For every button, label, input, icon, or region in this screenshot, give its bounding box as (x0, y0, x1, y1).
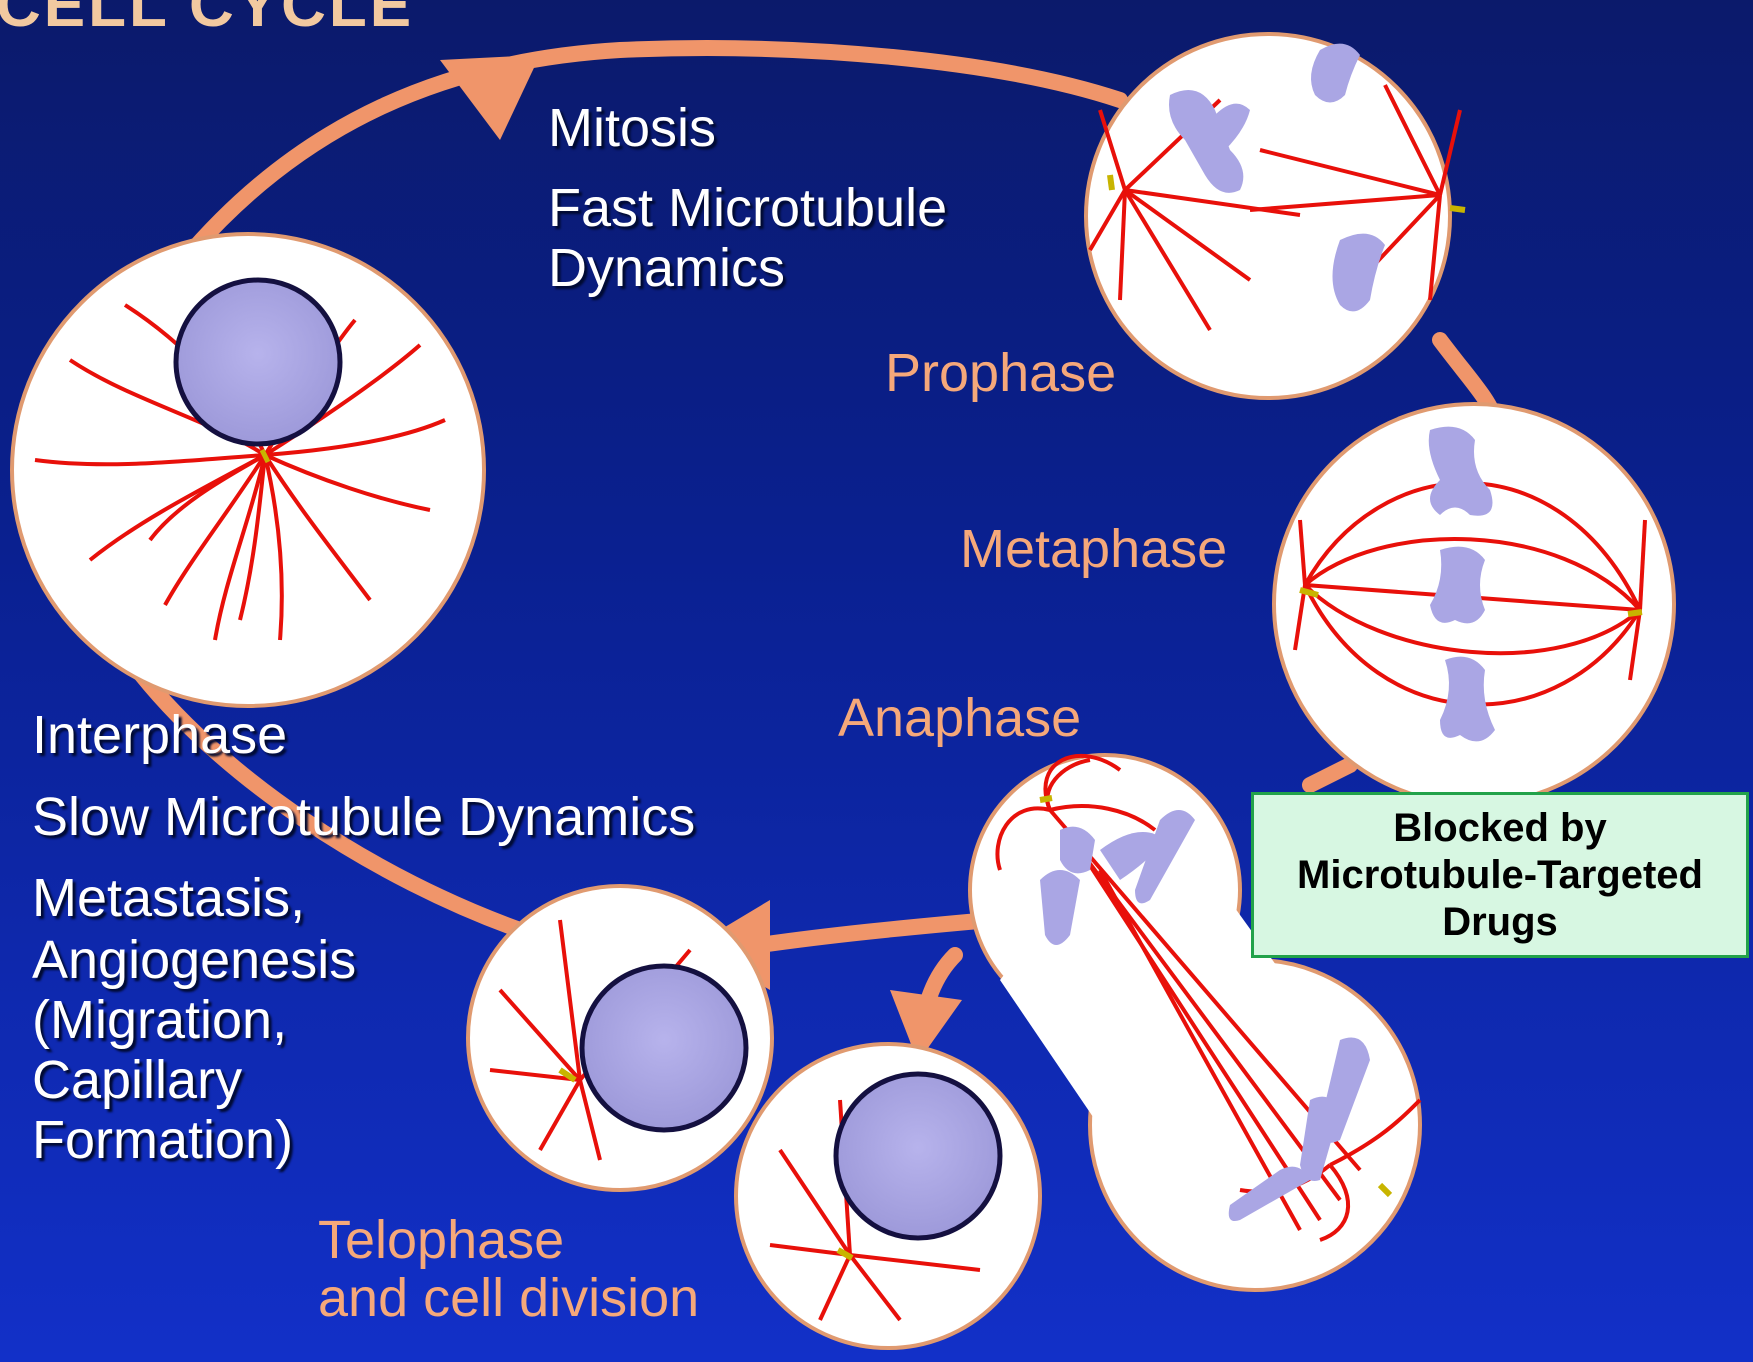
interphase-heading: Interphase (32, 705, 287, 765)
blocked-by-drugs-text: Blocked by Microtubule-Targeted Drugs (1297, 805, 1703, 946)
blocked-by-drugs-box: Blocked by Microtubule-Targeted Drugs (1251, 792, 1749, 958)
interphase-note-1: Metastasis, (32, 868, 305, 928)
prophase-cell (1086, 34, 1465, 398)
prophase-label: Prophase (885, 343, 1116, 403)
cycle-arrowhead-top (440, 55, 540, 140)
metaphase-cell (1274, 404, 1674, 804)
telophase-label-line2: and cell division (318, 1268, 699, 1328)
telophase-cell-left (468, 886, 772, 1190)
metaphase-label: Metaphase (960, 519, 1227, 579)
telophase-label-line1: Telophase (318, 1210, 564, 1270)
mitosis-line1: Fast Microtubule (548, 178, 947, 238)
mitosis-heading: Mitosis (548, 98, 716, 158)
interphase-note-5: Formation) (32, 1110, 293, 1170)
diagram-title: CELL CYCLE (0, 0, 414, 41)
interphase-note-3: (Migration, (32, 990, 287, 1050)
anaphase-label: Anaphase (838, 688, 1081, 748)
interphase-note-2: Angiogenesis (32, 930, 356, 990)
interphase-cell (12, 234, 484, 706)
mitosis-line2: Dynamics (548, 238, 785, 298)
telophase-cell-right (736, 1044, 1040, 1348)
interphase-subheading: Slow Microtubule Dynamics (32, 787, 695, 847)
interphase-note-4: Capillary (32, 1050, 242, 1110)
